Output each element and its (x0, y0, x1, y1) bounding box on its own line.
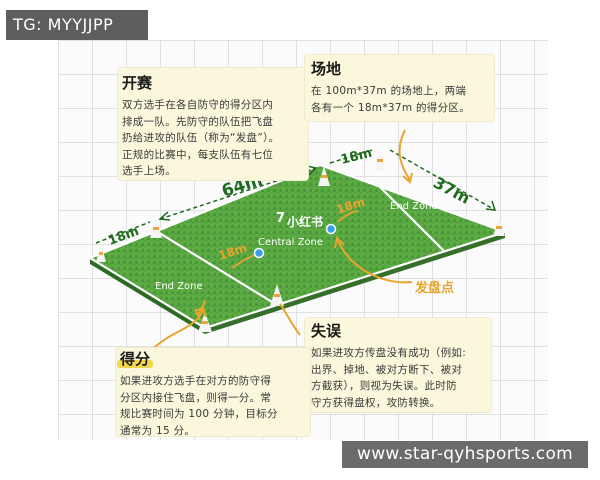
note-field-line: 在 100m*37m 的场地上，两端 (311, 85, 467, 97)
end-zone-line-left (155, 230, 278, 306)
field-front (205, 232, 505, 334)
disc-point-left (253, 247, 265, 259)
note-score: 得分 如果进攻方选手在对方的防守得 分区内接住飞盘，则得一分。常 规比赛时间为 … (116, 348, 310, 437)
label-end-zone-right: End Zone (390, 201, 438, 212)
field-surface (90, 165, 505, 328)
dim-line-18m-top (329, 149, 373, 164)
note-score-line: 通常为 15 分。 (120, 424, 196, 437)
arrow-disc-right (337, 210, 359, 223)
field-boundary (87, 163, 509, 330)
note-foul-line: 方截获），则视为失误。此时防 (311, 380, 457, 392)
note-score-line: 如果进攻方选手在对方的防守得 (120, 375, 272, 387)
dim-line-37m (389, 149, 496, 211)
arrow-score-to-note (149, 309, 204, 353)
top-left-tag: TG: MYYJJPP (6, 10, 148, 40)
dim-line-18m-left (95, 221, 151, 244)
note-field-line: 各有一个 18m*37m 的得分区。 (311, 101, 471, 114)
logo-xiaohongshu: 小红书 (287, 214, 323, 229)
note-foul: 失误 如果进攻方传盘没有成功（例如: 出界、掉地、被对方断下、被对 方截获），则… (305, 318, 491, 412)
arrow-foul (279, 303, 301, 336)
end-zone-line-right (379, 186, 446, 253)
cone-front-mid (270, 284, 284, 306)
note-field: 场地 在 100m*37m 的场地上，两端 各有一个 18m*37m 的得分区。 (305, 55, 494, 121)
label-central-zone: Central Zone (258, 237, 323, 248)
arrow-field (398, 129, 411, 181)
note-score-line: 规比赛时间为 100 分钟，目标分 (120, 408, 278, 420)
note-start-line: 选手上场。 (122, 165, 176, 177)
field-side (90, 258, 205, 334)
cone-top-left (318, 166, 330, 186)
note-start-line: 正规的比赛中，每支队伍有七位 (122, 148, 274, 161)
cone-top-mid (374, 150, 386, 170)
cone-left-mid (150, 218, 162, 238)
note-start-line: 排成一队。先防守的队伍把飞盘 (122, 115, 274, 128)
note-start-line: 双方选手在各自防守的得分区内 (122, 99, 274, 111)
label-disc-point: 发盘点 (414, 280, 454, 296)
note-start-line: 扔给进攻的队伍（称为“发盘”）。 (122, 132, 280, 144)
note-foul-line: 守方获得盘权，攻防转换。 (311, 396, 441, 409)
note-foul-line: 如果进攻方传盘没有成功（例如: (311, 347, 467, 359)
cone-front-left (198, 312, 212, 332)
cone-right (493, 218, 505, 236)
arrow-disc-point (337, 239, 413, 284)
label-seven: 7 (276, 211, 285, 226)
arrow-disc-left (231, 254, 255, 269)
note-field-title: 场地 (311, 60, 342, 78)
label-end-zone-left: End Zone (155, 281, 203, 292)
label-18m-top: 18m (339, 146, 373, 168)
note-foul-title: 失误 (311, 322, 342, 340)
note-start: 开赛 双方选手在各自防守的得分区内 排成一队。先防守的队伍把飞盘 扔给进攻的队伍… (118, 68, 308, 180)
note-score-title-text: 得分 (116, 350, 154, 368)
cone-left (96, 244, 106, 262)
note-score-line: 分区内接住飞盘，则得一分。常 (120, 391, 272, 404)
note-foul-line: 出界、掉地、被对方断下、被对 (311, 363, 463, 376)
note-score-title: 得分 (116, 348, 310, 369)
note-start-title: 开赛 (122, 74, 153, 92)
disc-point-right (325, 223, 337, 235)
footer-url-banner: www.star-qyhsports.com (342, 441, 588, 468)
